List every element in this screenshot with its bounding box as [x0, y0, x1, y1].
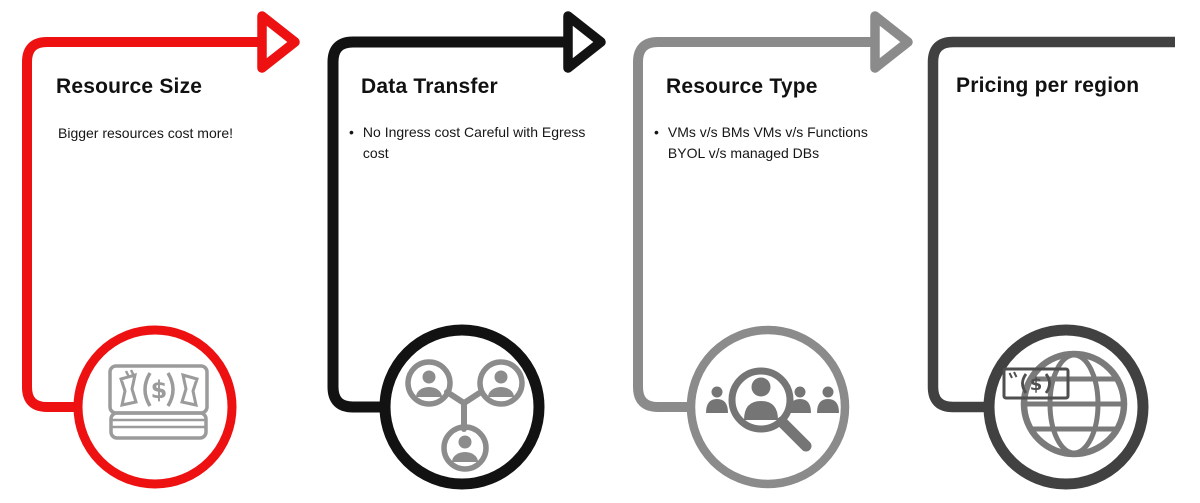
panel-body-line: VMs v/s BMs VMs v/s Functions [667, 124, 868, 140]
bullet-marker: • [654, 124, 659, 140]
panel-body-resource-size: Bigger resources cost more! [58, 123, 288, 144]
panel-title-pricing-per-region: Pricing per region [956, 74, 1140, 97]
panel-body-data-transfer: • No Ingress cost Careful with Egress co… [349, 122, 609, 164]
svg-text:$: $ [1030, 374, 1043, 395]
user-node-bottom [441, 424, 489, 472]
user-node-top-right [477, 359, 525, 407]
arrow-right-icon [563, 11, 606, 73]
person-silhouette [817, 386, 839, 413]
money-stack-icon: $ [108, 364, 209, 440]
arrow-right-icon [870, 11, 913, 73]
panel-title-resource-size: Resource Size [56, 75, 203, 98]
person-silhouette [706, 386, 728, 413]
person-silhouette-selected [744, 377, 778, 420]
icon-circle [73, 325, 237, 489]
panel-body-line: No Ingress cost Careful with Egress [362, 124, 586, 140]
step-connector-resource-size [22, 11, 300, 489]
step-connector-pricing-per-region [927, 36, 1175, 490]
panel-body-resource-type: • VMs v/s BMs VMs v/s Functions BYOL v/s… [654, 122, 904, 164]
svg-text:$: $ [151, 376, 168, 404]
user-network-icon [405, 359, 525, 472]
panel-body-line: BYOL v/s managed DBs [667, 145, 820, 161]
panel-body-line: cost [362, 145, 389, 161]
arrow-right-icon [257, 11, 300, 73]
panel-title-resource-type: Resource Type [666, 75, 818, 98]
bullet-marker: • [349, 124, 354, 140]
panel-body-line: Bigger resources cost more! [58, 125, 234, 141]
money-globe-icon: $ [1002, 350, 1128, 458]
panel-title-data-transfer: Data Transfer [361, 75, 498, 98]
magnifier-icon [728, 367, 812, 452]
person-silhouette [789, 386, 811, 413]
globe-icon [1020, 350, 1128, 458]
people-search-icon [706, 367, 839, 452]
banknote-icon: $ [1002, 367, 1070, 400]
user-node-top-left [405, 359, 453, 407]
